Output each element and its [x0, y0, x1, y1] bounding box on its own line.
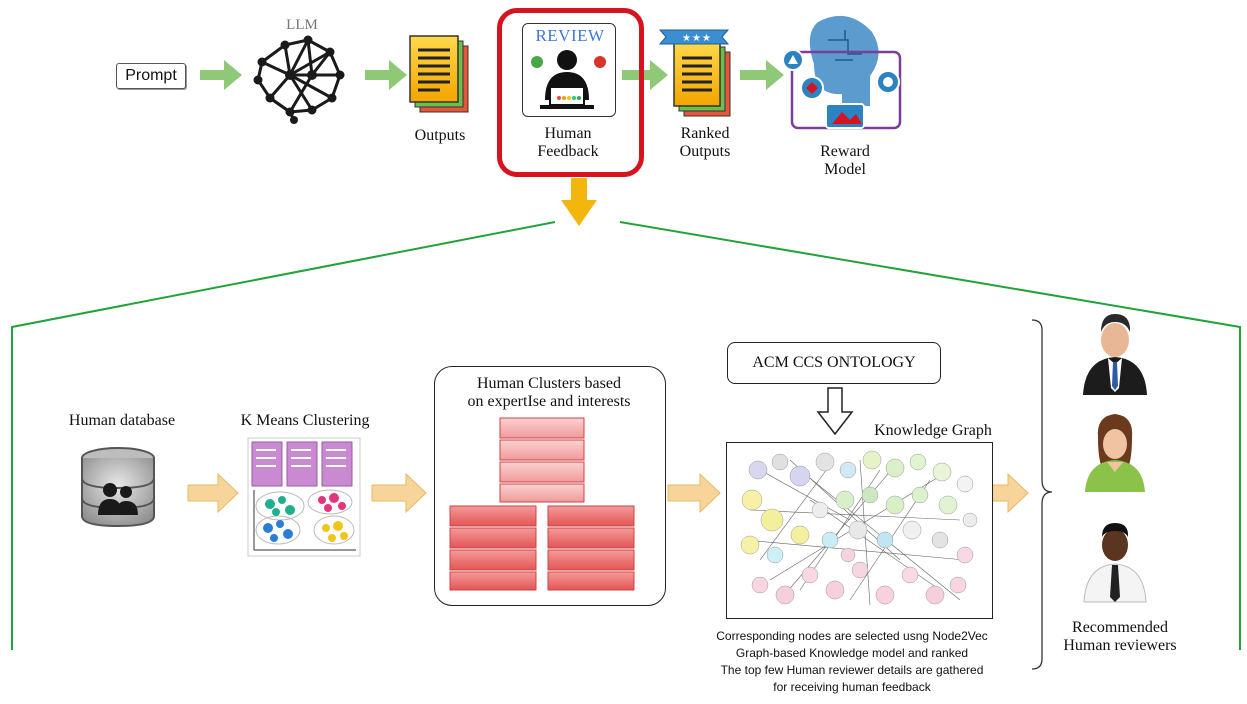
- reviewer-icon-overlay: [531, 50, 606, 109]
- human-feedback-label-2: Feedback: [537, 143, 599, 160]
- neural-network-icon: [253, 35, 345, 124]
- recommended-label-1: Recommended: [1072, 619, 1168, 636]
- person-icon: [1083, 314, 1147, 395]
- reward-label-2: Model: [824, 161, 866, 178]
- top-arrows: [200, 60, 784, 90]
- clusters-title-1: Human Clusters based: [477, 375, 621, 392]
- arrow-icon: [200, 60, 242, 90]
- ranked-label-2: Outputs: [679, 143, 731, 160]
- arrow-icon: [371, 472, 427, 514]
- kmeans-label: K Means Clustering: [240, 412, 370, 429]
- cluster-blocks-overlay: [449, 417, 635, 591]
- svg-text:★: ★: [682, 33, 691, 44]
- caption-line-4: for receiving human feedback: [773, 680, 931, 694]
- ranked-documents-icon: ★ ★ ★: [658, 29, 731, 117]
- svg-text:★: ★: [702, 33, 711, 44]
- knowledge-graph-network: [740, 450, 978, 606]
- arrow-icon: [187, 472, 239, 514]
- knowledge-graph-label: Knowledge Graph: [874, 422, 992, 439]
- caption-line-2: Graph-based Knowledge model and ranked: [735, 646, 969, 660]
- recommended-label-2: Human reviewers: [1063, 637, 1177, 654]
- reward-label-1: Reward: [820, 143, 870, 160]
- llm-label: LLM: [286, 17, 318, 33]
- svg-text:★: ★: [692, 33, 701, 44]
- review-label: REVIEW: [535, 26, 605, 45]
- brace-icon: [1031, 319, 1053, 670]
- person-icon: [1085, 414, 1145, 492]
- outputs-label: Outputs: [414, 127, 466, 144]
- human-feedback-label-1: Human: [544, 125, 592, 142]
- human-database-label: Human database: [68, 412, 176, 429]
- arrow-icon: [622, 60, 668, 90]
- hollow-arrow-icon: [816, 387, 854, 436]
- prompt-box: Prompt: [116, 63, 186, 89]
- caption-line-1: Corresponding nodes are selected usng No…: [716, 629, 988, 643]
- database-icon: [81, 447, 155, 528]
- zoom-lines: [11, 221, 1241, 650]
- human-feedback-highlight: [497, 8, 644, 177]
- cluster-chart-icon: [247, 437, 361, 557]
- bottom-arrows: [187, 472, 1029, 514]
- person-icon: [1083, 523, 1147, 603]
- down-arrow-icon: [561, 178, 597, 226]
- arrow-icon: [740, 60, 784, 90]
- acm-ontology-box: ACM CCS ONTOLOGY: [727, 342, 941, 384]
- brain-ai-icon: [782, 15, 902, 130]
- ranked-label-1: Ranked: [680, 125, 730, 142]
- documents-stack-icon: [409, 35, 469, 113]
- caption-line-3: The top few Human reviewer details are g…: [720, 663, 984, 677]
- arrow-icon: [365, 60, 407, 90]
- arrow-icon: [667, 472, 721, 514]
- clusters-title-2: on expertIse and interests: [467, 393, 631, 410]
